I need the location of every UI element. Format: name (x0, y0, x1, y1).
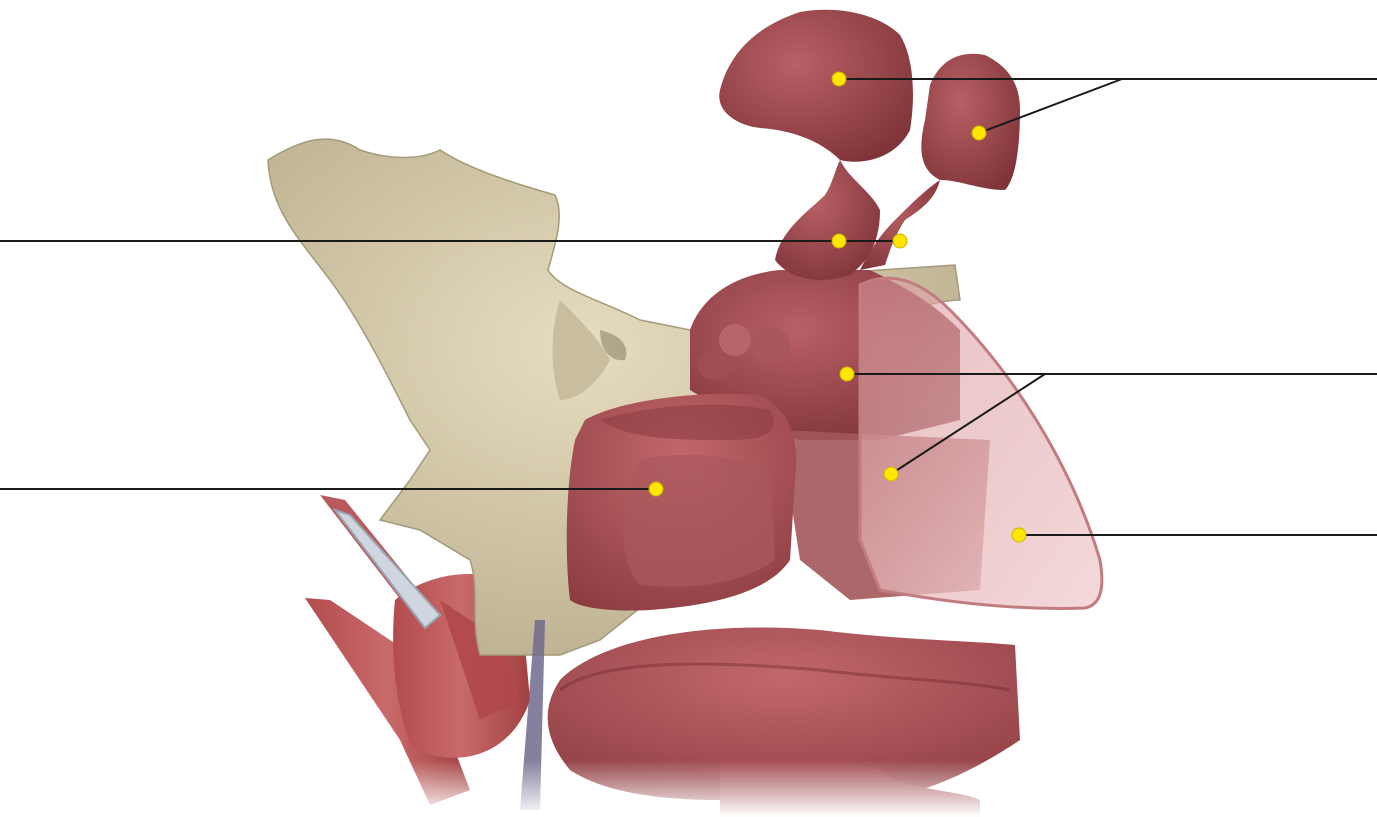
pin-marker[interactable] (649, 482, 663, 496)
fade-overlay (280, 760, 1040, 817)
pin-marker[interactable] (884, 467, 898, 481)
muscle-upper-pair (719, 10, 1020, 280)
pin-marker[interactable] (832, 234, 846, 248)
translucent-membrane (860, 278, 1102, 608)
pin-marker[interactable] (893, 234, 907, 248)
pin-marker[interactable] (1012, 528, 1026, 542)
pin-marker[interactable] (832, 72, 846, 86)
muscle-anterior-block (567, 394, 797, 611)
pin-marker[interactable] (840, 367, 854, 381)
pin-marker[interactable] (972, 126, 986, 140)
